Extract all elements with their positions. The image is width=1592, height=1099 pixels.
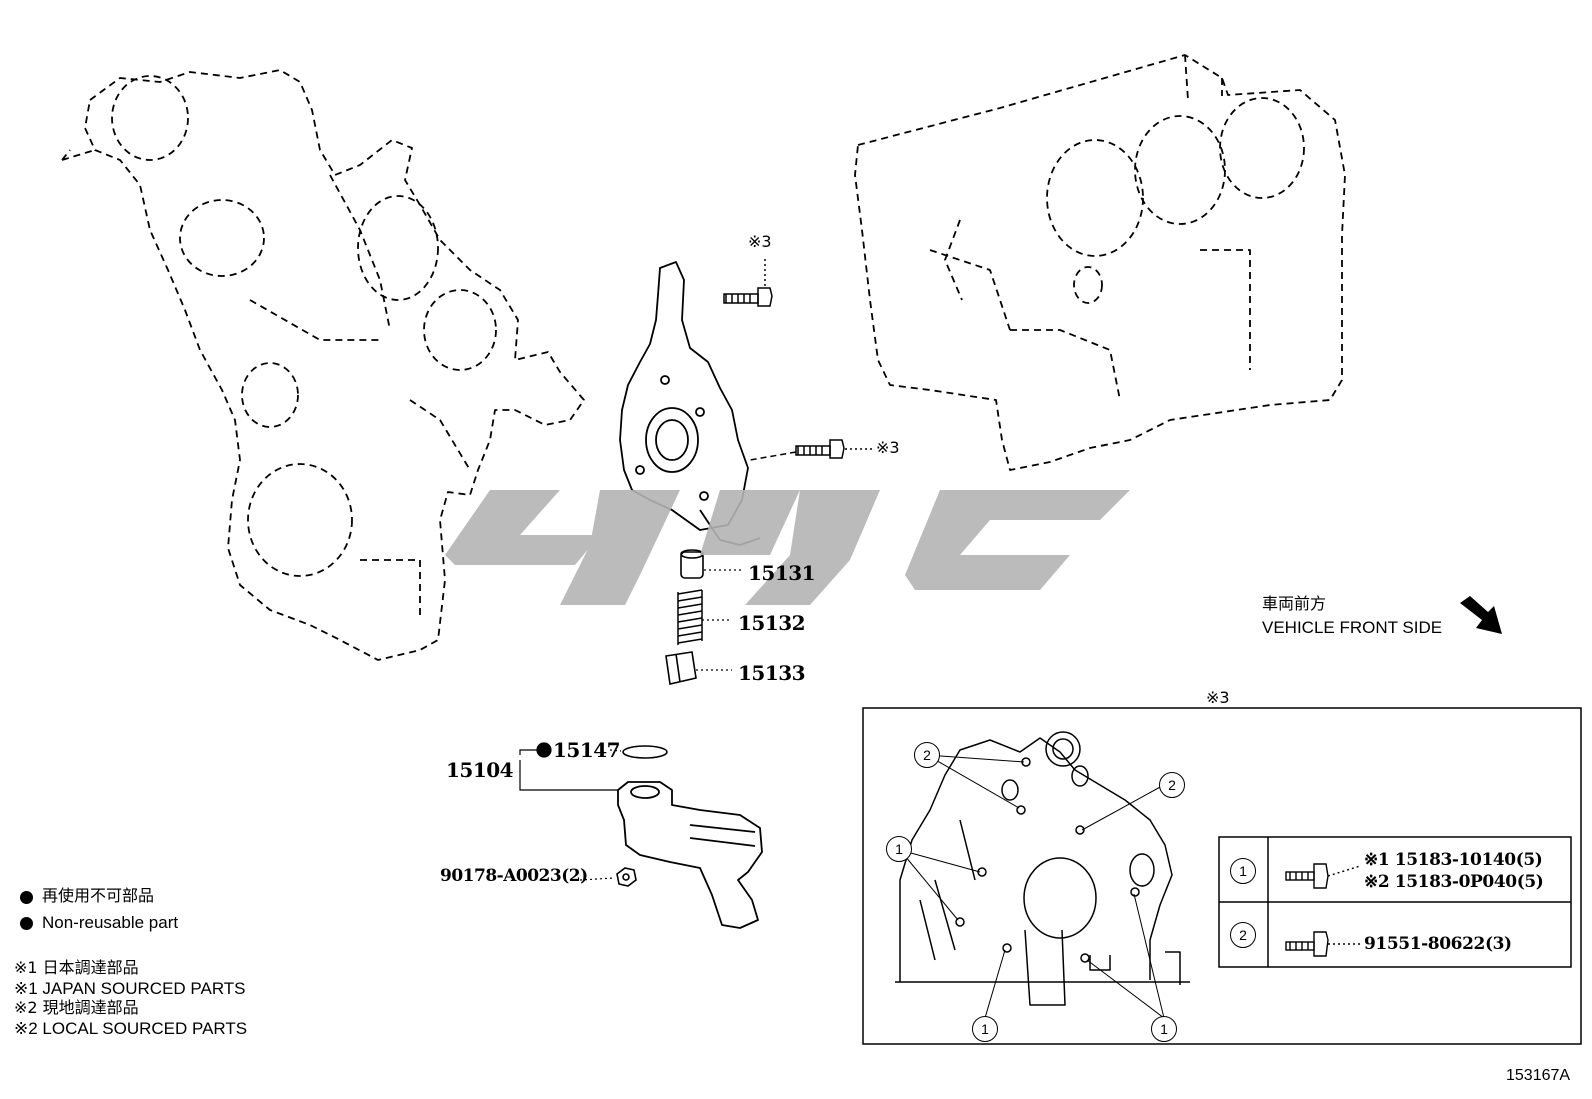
- leader-nut: [579, 877, 615, 881]
- table-key-1: 1: [1230, 858, 1256, 884]
- legend-line: ※1 JAPAN SOURCED PARTS: [14, 979, 246, 998]
- bracket-15147: [519, 749, 537, 755]
- bullet-icon: [20, 891, 33, 904]
- relief-valve-plug: [665, 651, 697, 685]
- callout-2: 2: [1159, 772, 1185, 798]
- callout-1: 1: [1151, 1016, 1177, 1042]
- legend-line: ※2 LOCAL SOURCED PARTS: [14, 1019, 248, 1038]
- callout-2: 2: [914, 742, 940, 768]
- watermark-logo: [445, 490, 1130, 605]
- part-label-15132[interactable]: 15132: [738, 611, 806, 635]
- detail-leaders: [899, 754, 1165, 1019]
- cylinder-block-outline: [854, 54, 1346, 471]
- callout-1: 1: [972, 1016, 998, 1042]
- table-key-2: 2: [1230, 922, 1256, 948]
- part-label-15104[interactable]: 15104: [446, 758, 514, 782]
- detail-view-box: [862, 707, 1582, 1045]
- table-part-line[interactable]: ※2 15183-0P040(5): [1364, 872, 1544, 892]
- bolt-table: [1218, 836, 1572, 968]
- nonreusable-jp: 再使用不可部品: [42, 886, 155, 905]
- table-part-line[interactable]: 91551-80622(3): [1364, 934, 1512, 954]
- part-label-15147[interactable]: 15147: [553, 738, 621, 762]
- direction-jp: 車両前方: [1262, 594, 1327, 613]
- bracket-15104: [519, 760, 618, 791]
- nonreusable-marker: [536, 742, 552, 758]
- callout-1: 1: [886, 836, 912, 862]
- legend-line: ※2 現地調達部品: [14, 998, 139, 1017]
- part-label-15133[interactable]: 15133: [738, 661, 806, 685]
- leader-gasket: [609, 749, 622, 752]
- pump-bolt-lower: [749, 439, 872, 461]
- detail-engine-front: [895, 731, 1190, 1006]
- ref-mark-lower-bolt: ※3: [876, 438, 900, 457]
- bullet-icon: [20, 917, 33, 930]
- table-bolt-1: [1285, 863, 1361, 889]
- strainer-nut: [616, 867, 637, 887]
- ref-mark-detail: ※3: [1206, 688, 1230, 707]
- table-bolt-2: [1285, 931, 1360, 957]
- pump-bolt-upper: [723, 258, 773, 307]
- legend-line: ※1 日本調達部品: [14, 958, 139, 977]
- part-label-15131[interactable]: 15131: [748, 561, 816, 585]
- ref-mark-upper-bolt: ※3: [748, 232, 772, 251]
- nonreusable-en: Non-reusable part: [42, 913, 179, 932]
- part-label-nut[interactable]: 90178-A0023(2): [440, 866, 588, 886]
- timing-cover-outline: [61, 69, 585, 661]
- table-part-line[interactable]: ※1 15183-10140(5): [1364, 850, 1543, 870]
- relief-valve-plunger: [680, 549, 704, 579]
- direction-en: VEHICLE FRONT SIDE: [1262, 618, 1443, 637]
- diagram-id: 153167A: [1506, 1067, 1571, 1084]
- relief-valve-spring: [677, 589, 703, 645]
- strainer-gasket: [622, 745, 668, 759]
- oil-strainer: [617, 781, 763, 929]
- vehicle-front-arrow: [1460, 596, 1502, 634]
